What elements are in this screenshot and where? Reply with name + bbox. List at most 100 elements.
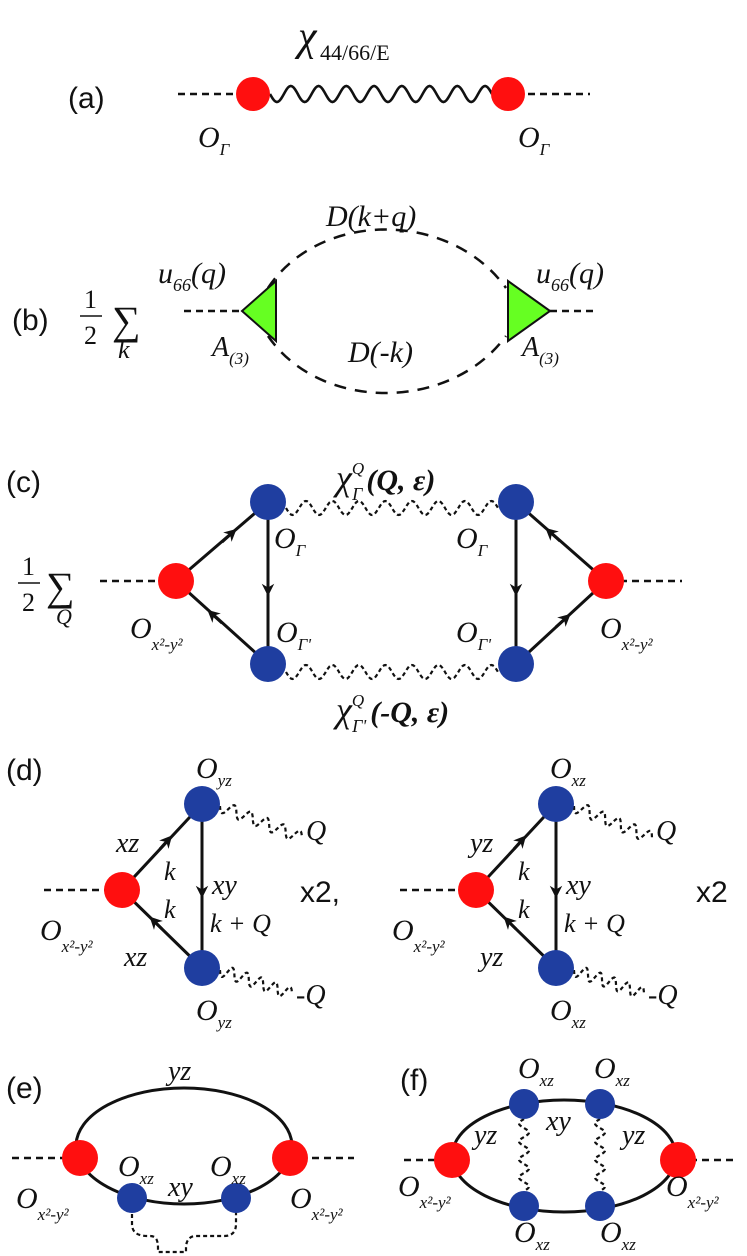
orbital-right: xy [211,870,237,901]
wavy-self-energy [130,1200,238,1254]
operator-left-bottom: OΓ' [276,616,311,654]
panel-f: (f) xy yz yz Oxz Oxz Oxz Oxz Ox²-y² Ox²-… [398,1052,736,1254]
vertex-right-triangle [507,279,552,343]
wavy-propagator-top [285,499,499,517]
operator-bottom: Oyz [196,994,232,1032]
momentum-kq: k + Q [210,909,271,938]
vertex-bottom-blue [184,950,220,986]
propagator-top [266,228,508,289]
wavy-rung-right [593,1118,607,1192]
operator-x2y2-right: Ox²-y² [666,1170,720,1212]
wavy-rung-left [517,1118,531,1192]
vertex-left-red [158,563,194,599]
orbital-top: yz [165,1056,191,1087]
half-denominator: 2 [84,321,97,350]
sum-index-Q: Q [56,604,72,629]
vertex-red [458,872,494,908]
operator-x2y2-right: Ox²-y² [290,1182,344,1224]
vertex-red [104,872,140,908]
sum-symbol: ∑ [112,298,141,343]
wavy-leg-bottom [218,966,294,998]
vertex-top-left-blue [509,1089,539,1119]
operator-top: Oyz [196,752,232,790]
vertex-left-red [62,1140,98,1176]
chi-symbol: χ [294,14,318,60]
vertex-left-bottom-blue [250,646,286,682]
operator-right-top: OΓ [456,522,489,560]
propagator-bottom [266,335,508,395]
A-left: A(3) [210,332,249,368]
leg-Q: Q [306,816,326,847]
panel-e: (e) yz xy Oxz Oxz Ox²-y² Ox²-y² [6,1056,354,1254]
operator-left: OΓ [198,121,231,159]
sum-index-k: k [118,335,130,364]
vertex-right-red [588,563,624,599]
vertex-right-bottom-blue [498,646,534,682]
orbital-top: yz [467,828,493,859]
arrow-left-return [207,609,224,625]
u-right: u66(q) [536,257,604,295]
chi-subscript: 44/66/E [320,40,390,65]
leg-minus-Q: -Q [648,980,678,1011]
arrow-return [149,916,164,931]
orbital-bottom: xz [123,942,147,973]
u-left: u66(q) [158,257,226,295]
orbital-right: xy [565,870,591,901]
arrow-up [512,835,527,850]
multiplier: x2, [300,876,340,909]
multiplier: x2 [696,876,728,909]
propagator-bottom-label: D(-k) [347,336,413,369]
vertex-top-right-blue [585,1089,615,1119]
arrow-right-return [554,613,571,629]
panel-a-label: (a) [68,82,105,115]
operator-left-top: OΓ [274,522,307,560]
vertex-left-top-blue [250,484,286,520]
operator-top-right: Oxz [594,1052,630,1090]
vertex-right-red [491,77,525,111]
arrow-return [503,916,518,931]
vertex-bottom-right-blue [585,1191,615,1221]
panel-a: (a) χ 44/66/E OΓ OΓ [68,14,590,159]
operator-top: Oxz [550,752,586,790]
leg-minus-Q: -Q [296,980,326,1011]
momentum-bottom: k [164,895,176,924]
propagator-top-label: D(k+q) [325,200,416,233]
vertex-top-blue [184,786,220,822]
vertex-bottom-left-blue [117,1183,147,1213]
operator-bottom: Oxz [550,994,586,1032]
vertex-left-triangle [240,278,277,344]
orbital-center: xy [545,1106,571,1137]
orbital-bottom: yz [477,942,503,973]
orbital-bottom: xy [167,1172,193,1203]
momentum-top: k [164,857,176,886]
vertex-left-red [434,1142,470,1178]
fermion-line-right-up [515,500,607,583]
half-numerator: 1 [22,552,35,581]
operator-top-left: Oxz [518,1052,554,1090]
operator-right-bottom: OΓ' [456,616,491,654]
panel-c-label: (c) [6,466,41,499]
half-numerator: 1 [84,285,97,314]
momentum-top: k [518,857,530,886]
panel-d-label: (d) [6,754,43,787]
operator-bottom-right: Oxz [600,1216,636,1254]
operator-x2y2-left: Ox²-y² [130,612,184,654]
arrow-left-up [220,528,237,544]
operator-right: OΓ [518,121,551,159]
operator-x2y2: Ox²-y² [40,914,94,956]
momentum-kq: k + Q [564,909,625,938]
leg-Q: Q [656,816,676,847]
panel-d: (d) Oyz Oyz Ox²-y² xz xz xy k k k + Q Q [6,752,728,1032]
A-right: A(3) [520,332,559,368]
vertex-right-top-blue [498,484,534,520]
vertex-bottom-left-blue [509,1191,539,1221]
orbital-top: xz [115,828,139,859]
vertex-bottom-right-blue [221,1183,251,1213]
wavy-propagator-bottom [285,663,499,681]
vertex-top-blue [538,786,574,822]
wavy-leg-top [572,804,654,840]
panel-f-label: (f) [400,1064,428,1097]
